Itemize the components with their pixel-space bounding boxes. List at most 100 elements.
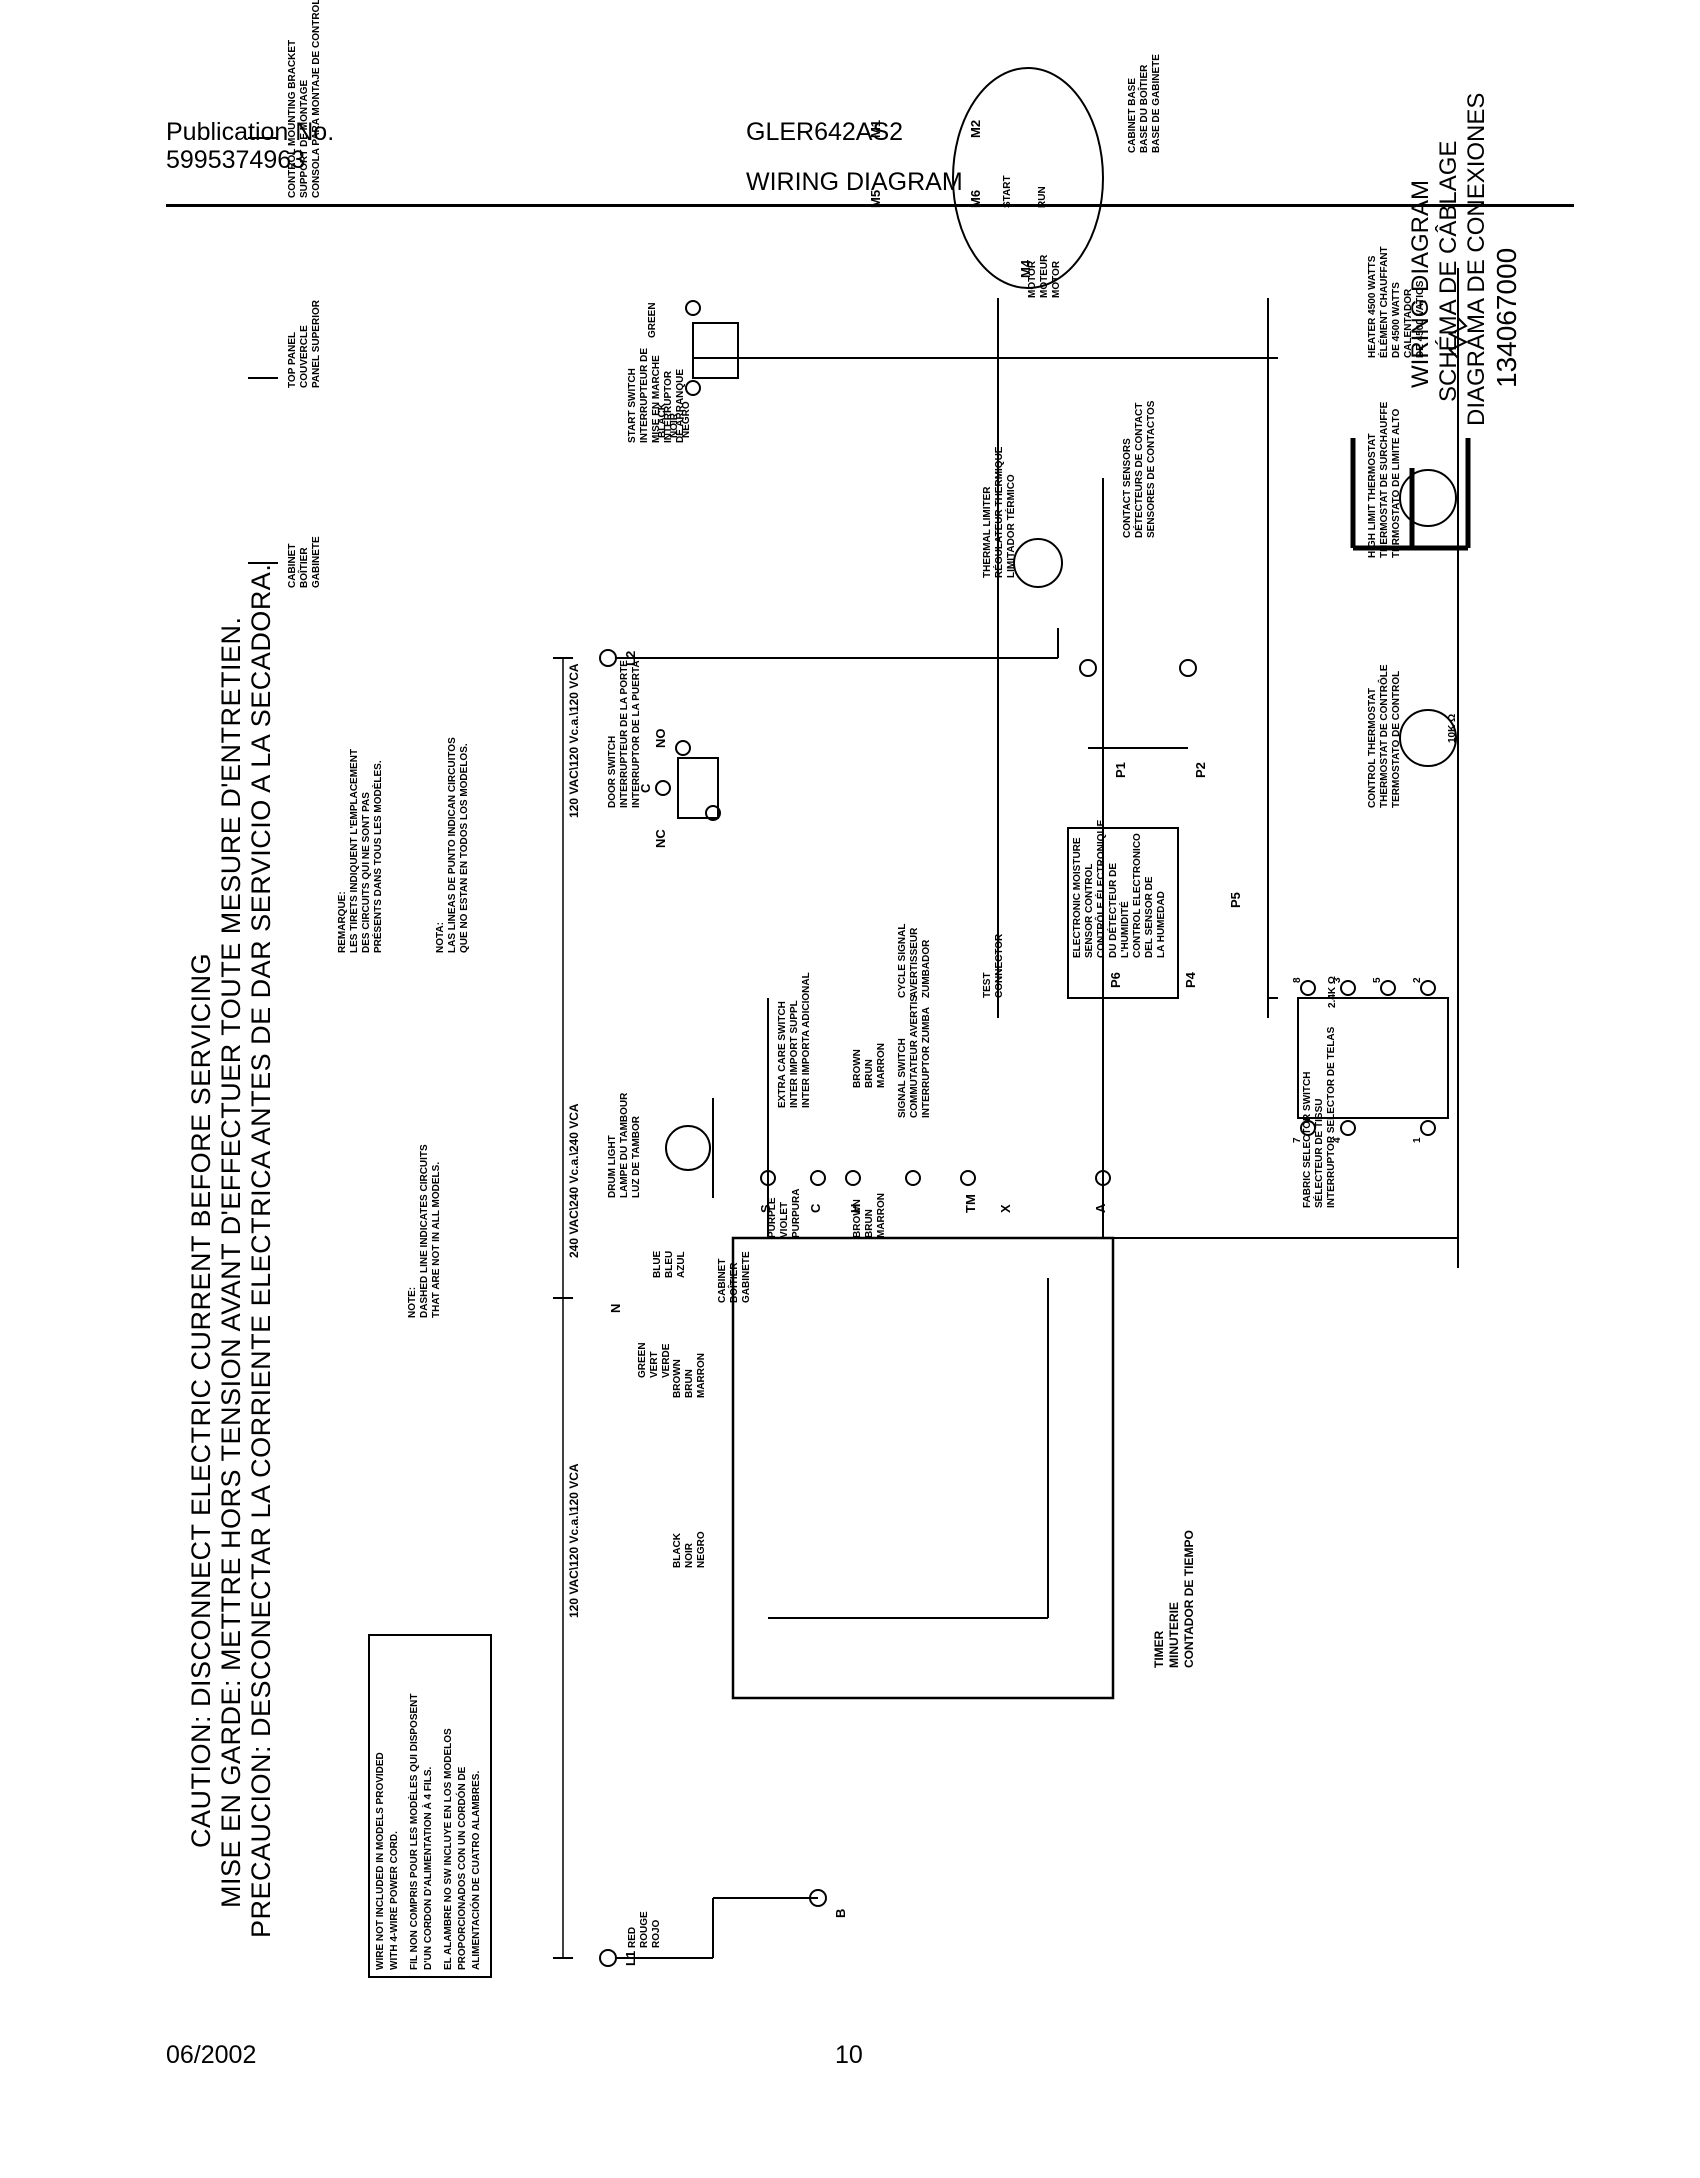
wire-note-5: EL ALAMBRE NO SW INCLUYE EN LOS MODELOS [443,1728,454,1970]
cycle-signal-label-3: ZUMBADOR [921,939,932,998]
resistor-10k: 10K Ω [1447,713,1458,743]
thermal-limiter-label-3: LIMITADOR TÉRMICO [1006,474,1017,578]
publication-number: 5995374963 [166,146,306,174]
control-thermostat-label-3: TERMOSTATO DE CONTROL [1391,670,1402,808]
high-limit-label-3: TERMOSTATO DE LIMITE ALTO [1391,408,1402,558]
terminal-p1: P1 [1113,762,1128,778]
terminal-l1: L1 [623,1950,638,1966]
moisture-label-4: DU DÉTECTEUR DE [1108,862,1119,958]
motor-run-label: RUN [1037,186,1048,208]
selector-number-4: 4 [1332,1137,1343,1143]
signal-switch-label-3: INTERRUPTOR ZUMBA [921,1007,932,1118]
wire-green-n-2: VERT [649,1351,660,1378]
moisture-label-3: CONTRÔLE ÉLECTRONIQUE [1096,819,1107,958]
motor-label-2: MOTEUR [1039,254,1050,298]
door-switch-label-fr: INTERRUPTEUR DE LA PORTE [619,660,630,808]
terminal-c: C [808,1203,823,1213]
diagram-title-fr: SCHÉMA DE CÂBLAGE [1435,140,1462,402]
remarque-3: DES CIRCUITS QUI NE SONT PAS [361,792,372,953]
selector-number-2: 2 [1412,977,1423,983]
terminal-p2: P2 [1193,762,1208,778]
heater-label-1: HEATER 4500 WATTS [1367,255,1378,358]
wire-brown1-3: MARRON [696,1353,707,1398]
voltage-120-right: 120 VAC\120 Vc.a.\120 VCA [567,663,581,818]
moisture-label-2: SENSOR CONTROL [1084,863,1095,958]
door-switch-label-es: INTERRUPTOR DE LA PUERTA [631,660,642,808]
wire-purple-2: VIOLET [779,1201,790,1238]
wire-black-l2-2: NOIR [669,413,680,438]
fabric-selector-label-2: SÉLECTEUR DE TISSU [1314,1098,1325,1208]
thermal-limiter-label-2: RÉGULATEUR THERMIQUE [994,446,1005,578]
wire-green-n-3: VERDE [661,1343,672,1378]
terminal-p6: P6 [1108,972,1123,988]
wire-brown1-1: BROWN [672,1359,683,1398]
terminal-x: X [998,1204,1013,1213]
terminal-p4: P4 [1183,972,1198,988]
nota-3: QUE NO ESTAN EN TODOS LOS MODELOS. [459,743,470,953]
cabinet2-label-2: BOÎTIER [729,1262,740,1303]
drum-light-label-es: LUZ DE TAMBOR [631,1115,642,1198]
model-number: GLER642AS2 [746,118,904,146]
selector-number-8: 8 [1292,977,1303,983]
selector-number-3: 3 [1332,977,1343,983]
diagram-title-es: DIAGRAMA DE CONEXIONES [1463,92,1490,426]
dashed-note-3: THAT ARE NOT IN ALL MODELS. [431,1161,442,1318]
heater-label-3: DE 4500 WATTS [1391,282,1402,358]
cabinet-label-2: BOÎTIER [299,547,310,588]
document-title: WIRING DIAGRAM [746,168,963,196]
nota-1: NOTA: [435,922,446,953]
terminal-tm: TM [963,1194,978,1213]
extra-care-label-3: INTER IMPORTA ADICIONAL [801,972,812,1108]
control-bracket-label-2: SUPPORT DE MONTAGE [299,79,310,198]
wire-blue-n-1: BLUE [652,1250,663,1278]
terminal-m2: M2 [968,119,983,138]
test-connector-label-1: TEST [982,972,993,998]
wire-green-motor-1: GREEN [647,302,658,338]
terminal-p5: P5 [1228,892,1243,908]
caution-en: CAUTION: DISCONNECT ELECTRIC CURRENT BEF… [186,952,216,1848]
wire-black-l2-1: BLACK [657,403,668,438]
top-panel-label-2: COUVERCLE [299,325,310,388]
timer-label-en: TIMER [1152,1630,1166,1668]
wire-brown1-2: BRUN [684,1369,695,1398]
high-limit-label-1: HIGH LIMIT THERMOSTAT [1367,433,1378,558]
heater-label-5: DE 4500 VATIOS [1415,280,1426,358]
control-bracket-label-3: CONSOLA PARA MONTAJE DE CONTROL [311,0,322,198]
wire-brown3-3: MARRON [876,1043,887,1088]
control-bracket-label-1: CONTROL MOUNTING BRACKET [287,39,298,198]
top-panel-label-1: TOP PANEL [287,331,298,388]
wire-brown2-1: BROWN [852,1199,863,1238]
cycle-signal-label-1: CYCLE SIGNAL [897,923,908,998]
drum-light-label-fr: LAMPE DU TAMBOUR [619,1092,630,1198]
cabinet-label-1: CABINET [287,543,298,588]
dashed-note-1: NOTE: [407,1286,418,1318]
heater-label-2: ÉLÉMENT CHAUFFANT [1379,246,1390,358]
selector-number-5: 5 [1372,977,1383,983]
wire-red-l1-1: RED [627,1926,638,1948]
wire-red-l1-3: ROJO [651,1919,662,1948]
terminal-a: A [1093,1203,1108,1213]
heater-label-4: CALENTADOR [1403,288,1414,358]
high-limit-label-2: THERMOSTAT DE SURCHAUFFE [1379,401,1390,558]
wire-note-7: ALIMENTACIÓN DE CUATRO ALAMBRES. [471,1770,482,1970]
cabinet2-label-1: CABINET [717,1258,728,1303]
moisture-label-8: LA HUMEDAD [1156,891,1167,958]
terminal-m5: M5 [868,189,883,208]
schematic-lines [248,67,1471,1967]
terminal-m6: M6 [968,189,983,208]
motor-label-1: MOTOR [1027,260,1038,298]
wire-green-n-1: GREEN [637,1342,648,1378]
contact-sensors-label-3: SENSORES DE CONTACTOS [1146,400,1157,538]
wire-brown3-2: BRUN [864,1059,875,1088]
caution-fr: MISE EN GARDE: METTRE HORS TENSION AVANT… [216,616,246,1908]
start-switch-label-1: START SWITCH [627,368,638,443]
cabinet-label-3: GABINETE [311,536,322,588]
voltage-120-left: 120 VAC\120 Vc.a.\120 VCA [567,1463,581,1618]
moisture-label-6: CONTROL ELECTRONICO [1132,833,1143,958]
cabinet-base-label-1: CABINET BASE [1127,77,1138,153]
wire-note-1: WIRE NOT INCLUDED IN MODELS PROVIDED [375,1752,386,1970]
footer-page-number: 10 [835,2041,863,2069]
wire-black-timer-1: BLACK [672,1533,683,1568]
thermal-limiter-label-1: THERMAL LIMITER [982,486,993,578]
